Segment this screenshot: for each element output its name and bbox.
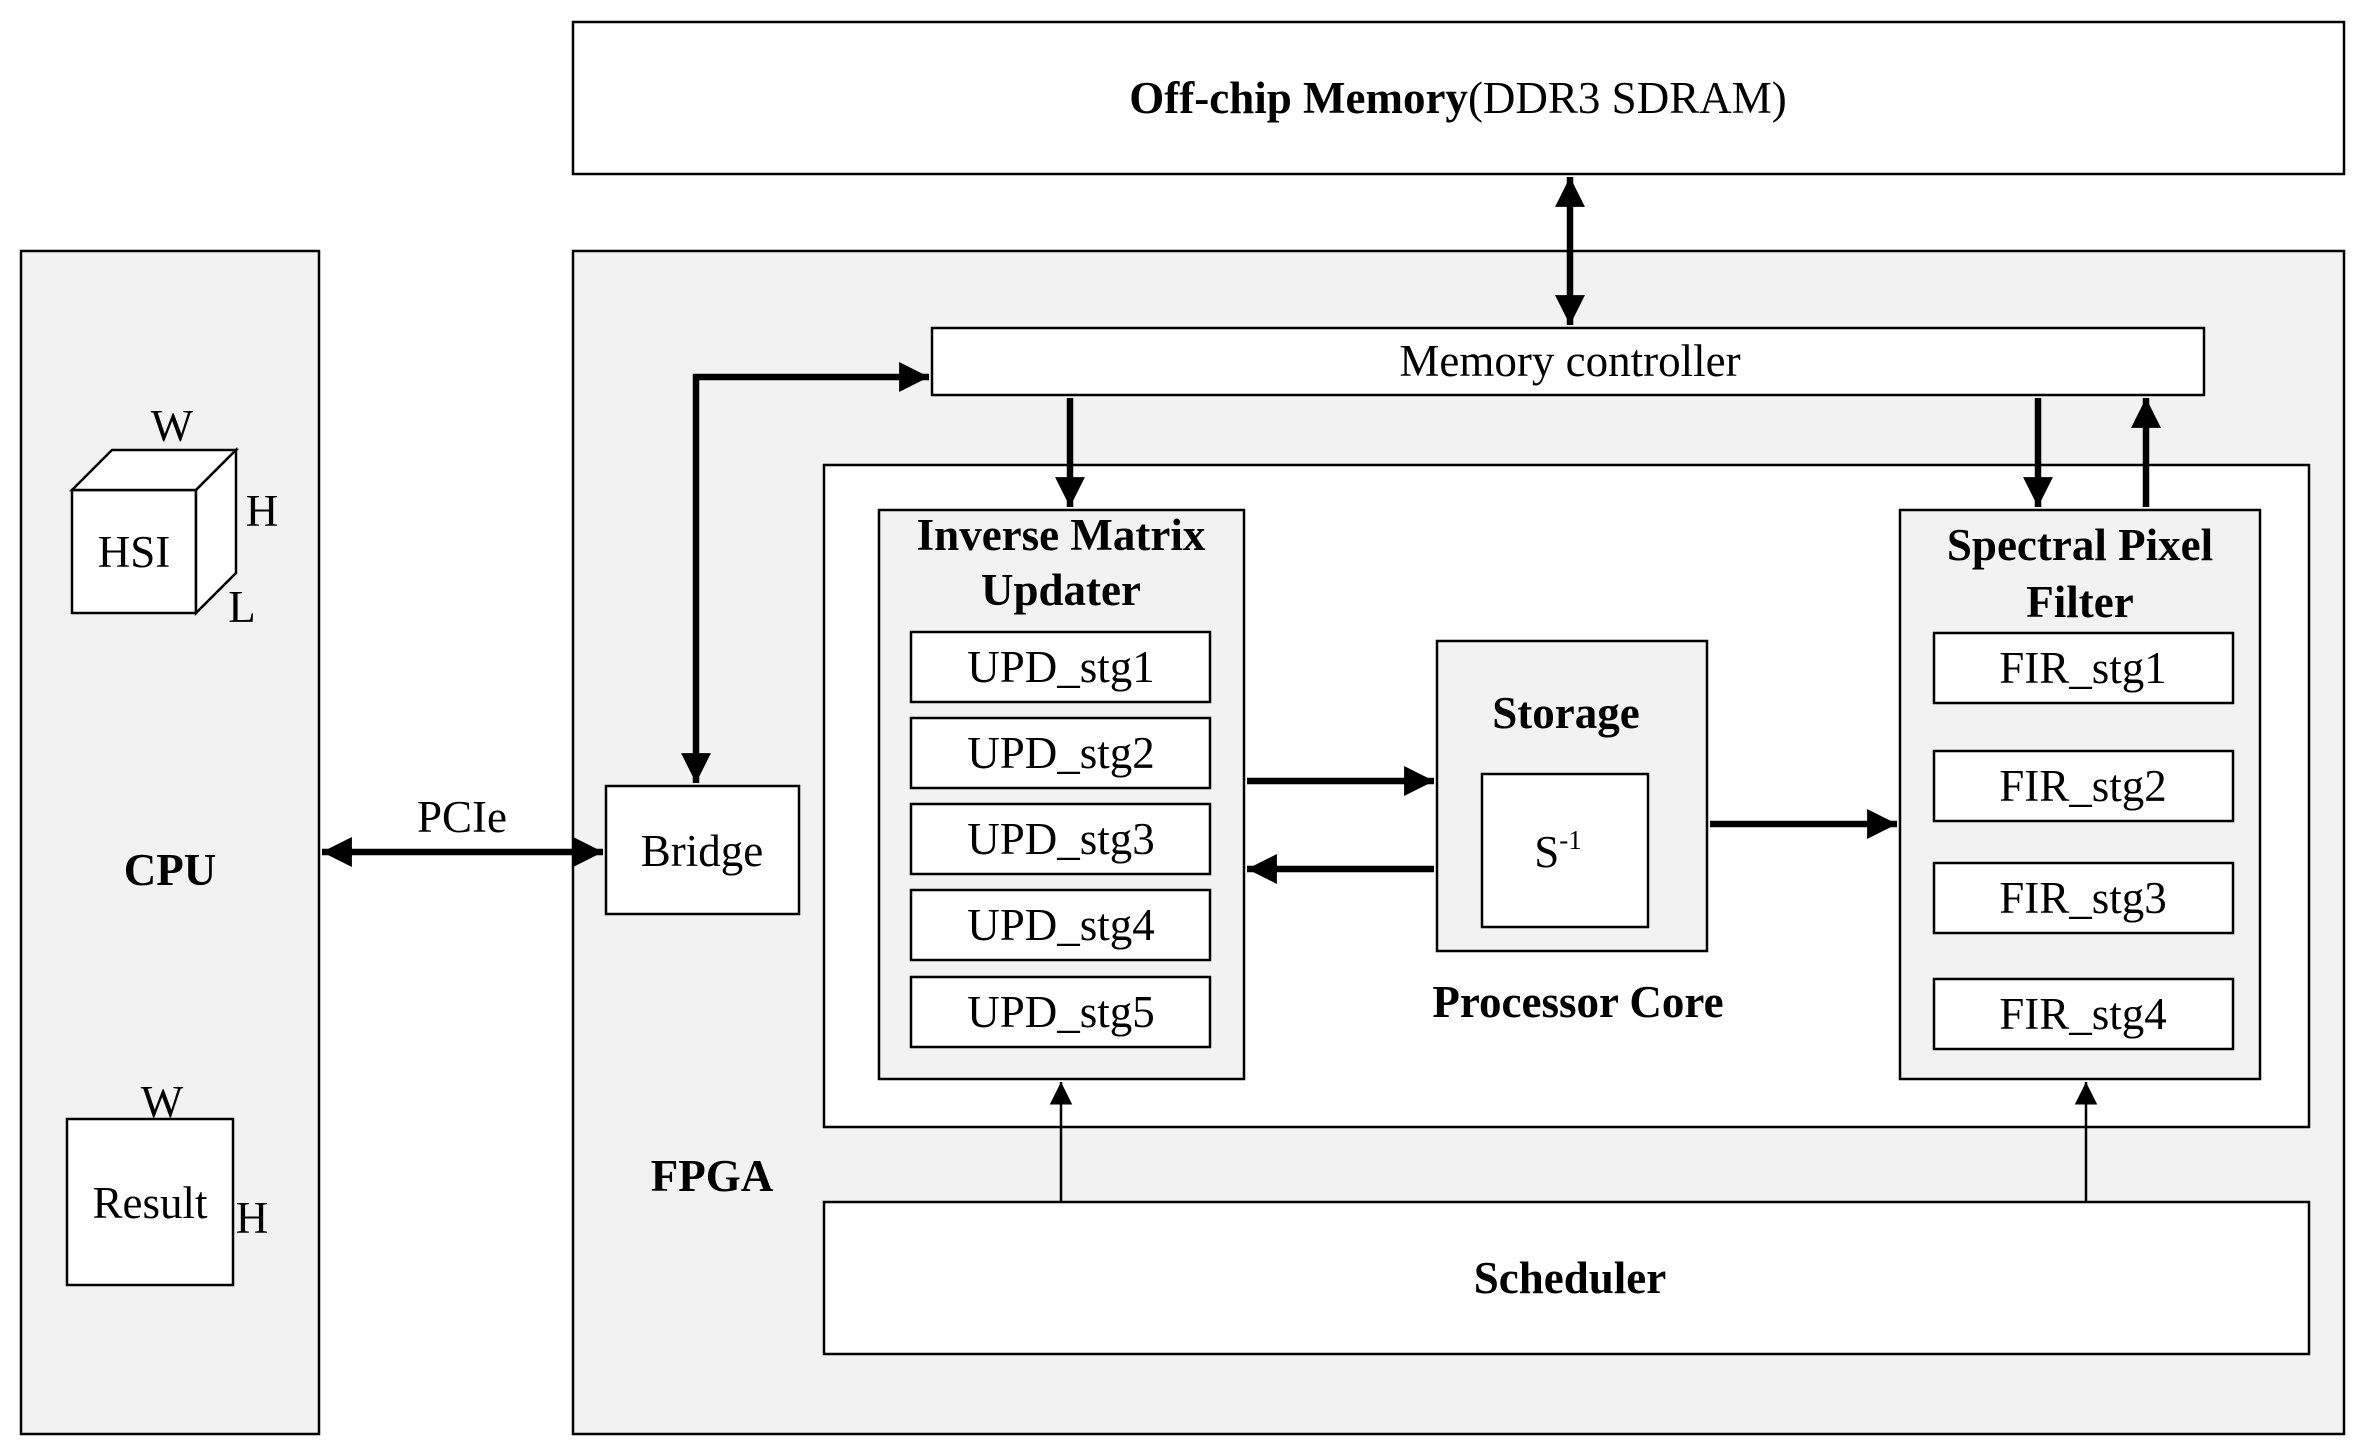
memory-controller-box xyxy=(930,326,2206,397)
result-box xyxy=(65,1117,235,1287)
off-chip-memory-box: Off-chip Memory(DDR3 SDRAM) xyxy=(571,20,2346,176)
fir-stage-label: FIR_stg3 xyxy=(1999,873,2167,923)
inverse-matrix-updater-title-1: Inverse Matrix xyxy=(917,510,1206,560)
inverse-matrix-updater: Inverse Matrix Updater UPD_stg1 UPD_stg2… xyxy=(877,508,1246,1081)
upd-stage-box xyxy=(909,630,1212,704)
fpga-label: FPGA xyxy=(651,1151,774,1201)
hsi-width-label: W xyxy=(151,401,194,451)
fir-stage-box xyxy=(1932,749,2235,823)
result-width-label: W xyxy=(141,1077,184,1127)
bridge-memory-arrow xyxy=(681,362,929,783)
fir-stage-label: FIR_stg1 xyxy=(1999,643,2167,693)
spectral-pixel-filter-title-1: Spectral Pixel xyxy=(1947,520,2213,570)
upd-stage-box xyxy=(909,716,1212,790)
upd-stage-box xyxy=(909,975,1212,1049)
hsi-cube-icon xyxy=(68,446,240,617)
fir-stage-label: FIR_stg2 xyxy=(1999,761,2167,811)
upd-stage-box xyxy=(909,888,1212,962)
hsi-length-label: L xyxy=(228,582,256,632)
scheduler-label: Scheduler xyxy=(1474,1253,1667,1303)
upd-stage-label: UPD_stg5 xyxy=(967,987,1155,1037)
cpu-label: CPU xyxy=(124,845,216,895)
storage-item-label: S-1 xyxy=(1534,825,1582,877)
cpu-panel: CPU HSI W H L Result W H xyxy=(19,249,321,1436)
hsi-height-label: H xyxy=(246,486,279,536)
fir-stage-box xyxy=(1932,977,2235,1051)
bridge-label: Bridge xyxy=(641,826,763,876)
off-chip-memory-label: Off-chip Memory(DDR3 SDRAM) xyxy=(1129,73,1786,123)
upd-stage-label: UPD_stg2 xyxy=(967,728,1155,778)
upd-stage-box xyxy=(909,802,1212,876)
fir-stage-box xyxy=(1932,631,2235,705)
memory-controller-label: Memory controller xyxy=(1399,336,1740,386)
storage-title: Storage xyxy=(1492,688,1639,738)
fir-stage-box xyxy=(1932,861,2235,935)
inverse-matrix-updater-title-2: Updater xyxy=(981,565,1141,615)
fpga-panel: FPGA Memory controller Bridge Processor … xyxy=(571,249,2346,1436)
spectral-pixel-filter: Spectral Pixel Filter FIR_stg1 FIR_stg2 … xyxy=(1898,508,2262,1081)
hsi-label: HSI xyxy=(98,527,171,577)
scheduler-box xyxy=(822,1200,2311,1356)
bridge-box xyxy=(604,784,801,916)
processor-core-label: Processor Core xyxy=(1432,977,1723,1027)
storage: Storage S-1 xyxy=(1435,639,1709,953)
result-height-label: H xyxy=(236,1193,269,1243)
storage-item-box xyxy=(1480,772,1650,929)
upd-stage-label: UPD_stg1 xyxy=(967,642,1155,692)
spectral-pixel-filter-title-2: Filter xyxy=(2026,577,2133,627)
upd-stage-label: UPD_stg3 xyxy=(967,814,1155,864)
fir-stage-label: FIR_stg4 xyxy=(1999,989,2167,1039)
pcie-label: PCIe xyxy=(417,792,507,842)
result-label: Result xyxy=(92,1178,208,1228)
upd-stage-label: UPD_stg4 xyxy=(967,900,1155,950)
